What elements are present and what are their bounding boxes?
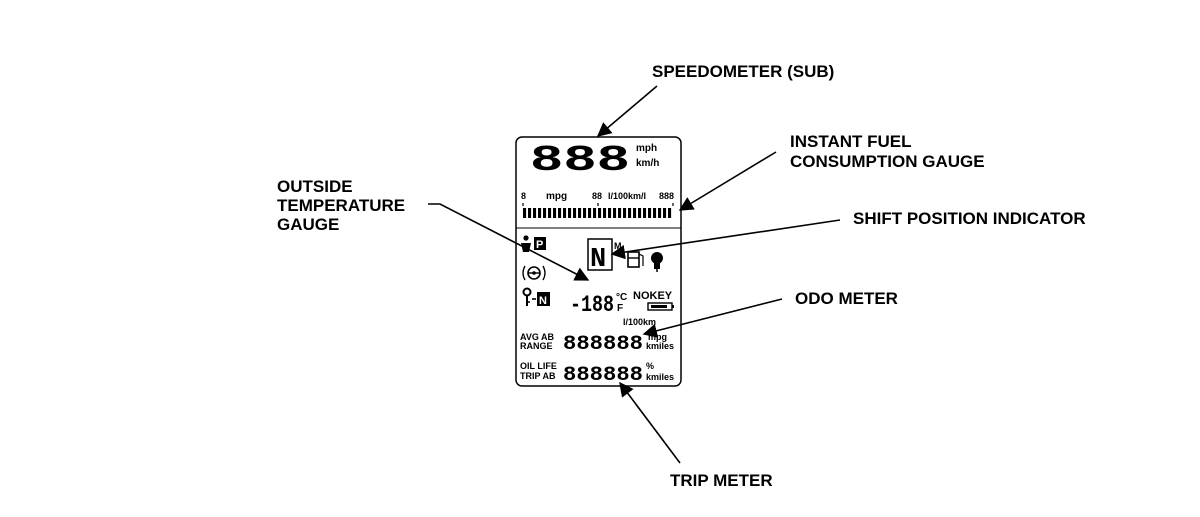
odo-unit-top: mpg	[648, 332, 667, 342]
temp-unit-c: °C	[616, 292, 627, 303]
fuel-bar-segment	[658, 208, 662, 218]
speed-unit-mph: mph	[636, 143, 657, 154]
instant-fuel-label-line2: CONSUMPTION GAUGE	[790, 152, 985, 171]
fuel-bar-segment	[623, 208, 627, 218]
fuel-bar-segment	[593, 208, 597, 218]
odo-digits: 888888	[563, 333, 643, 356]
fuel-bar-segment	[638, 208, 642, 218]
oil-life-label: OIL LIFE	[520, 361, 557, 371]
trip-meter-leader	[619, 381, 681, 464]
outside-temp-label-line1: OUTSIDE	[277, 177, 353, 196]
fuel-bar-segment	[633, 208, 637, 218]
fuel-bar-segment	[568, 208, 572, 218]
fuel-bar-segment	[628, 208, 632, 218]
trip-unit-bottom: kmiles	[646, 372, 674, 382]
key-n-icon: N	[522, 287, 550, 307]
outside-temp-label-line3: GAUGE	[277, 215, 339, 234]
fuel-bar-segment	[553, 208, 557, 218]
odo-meter-label: ODO METER	[795, 289, 898, 308]
range-label: RANGE	[520, 341, 553, 351]
instant-fuel-leader	[678, 151, 777, 211]
fuel-bar-segment	[583, 208, 587, 218]
shift-position-box	[587, 238, 613, 271]
fuel-bar-segment	[528, 208, 532, 218]
l100km-label: l/100km	[623, 317, 656, 327]
lcd-display: 888 mph km/h 8 mpg 88 l/100km/l 888 P N …	[515, 136, 682, 387]
fuel-bar-segment	[558, 208, 562, 218]
fuel-bar-segment	[608, 208, 612, 218]
speedometer-label: SPEEDOMETER (SUB)	[652, 62, 834, 81]
trip-ab-label: TRIP AB	[520, 371, 556, 381]
scale-mid-number: 88	[592, 191, 602, 201]
fuel-bar-segment	[663, 208, 667, 218]
fuel-bar-segment	[653, 208, 657, 218]
fuel-bar-segment	[563, 208, 567, 218]
trip-unit-top: %	[646, 361, 654, 371]
outside-temp-digits: -188	[570, 292, 614, 318]
fuel-bar-segment	[543, 208, 547, 218]
scale-right-number: 888	[659, 191, 674, 201]
shift-position-leader	[610, 219, 841, 260]
outside-temp-label-line2: TEMPERATURE	[277, 196, 405, 215]
shift-position-letter: N	[590, 245, 606, 275]
fuel-bar-segment	[668, 208, 672, 218]
fuel-pump-icon	[627, 251, 644, 268]
shift-position-label: SHIFT POSITION INDICATOR	[853, 209, 1086, 228]
bulb-icon	[651, 252, 663, 272]
fuel-bar-segment	[618, 208, 622, 218]
outside-temp-leader	[428, 203, 590, 281]
key-n-letter: N	[539, 295, 547, 307]
fuel-bar-segment	[603, 208, 607, 218]
scale-left-number: 8	[521, 191, 526, 201]
fuel-bar-segment	[578, 208, 582, 218]
battery-icon	[647, 302, 674, 311]
avg-ab-label: AVG AB	[520, 332, 555, 342]
fuel-bar-segment	[643, 208, 647, 218]
scale-mpg-label: mpg	[546, 191, 567, 202]
speed-digits: 888	[530, 140, 630, 181]
speedometer-leader	[596, 85, 658, 137]
speed-unit-kmh: km/h	[636, 158, 659, 169]
shift-m-indicator: M	[614, 241, 622, 251]
person-park-icon: P	[521, 235, 546, 252]
scale-l100-label: l/100km/l	[608, 191, 646, 201]
fuel-bar-segment	[573, 208, 577, 218]
nokey-indicator: NOKEY	[633, 290, 673, 302]
fuel-bar-segment	[648, 208, 652, 218]
fuel-bar-segment	[538, 208, 542, 218]
fuel-bar-segment	[613, 208, 617, 218]
fuel-bar-segment	[533, 208, 537, 218]
park-p-letter: P	[536, 239, 543, 251]
fuel-bar-segment	[588, 208, 592, 218]
instant-fuel-bar-gauge	[523, 208, 672, 218]
fuel-bar-segment	[598, 208, 602, 218]
odo-unit-bottom: kmiles	[646, 341, 674, 351]
odo-meter-leader	[642, 298, 783, 338]
instant-fuel-label-line1: INSTANT FUEL	[790, 132, 912, 151]
trip-meter-label: TRIP METER	[670, 471, 773, 490]
fuel-bar-segment	[548, 208, 552, 218]
temp-unit-f: F	[617, 303, 623, 314]
lcd-frame	[515, 136, 682, 387]
trip-digits: 888888	[563, 364, 643, 387]
fuel-bar-segment	[523, 208, 527, 218]
steering-warning-icon	[522, 265, 546, 281]
